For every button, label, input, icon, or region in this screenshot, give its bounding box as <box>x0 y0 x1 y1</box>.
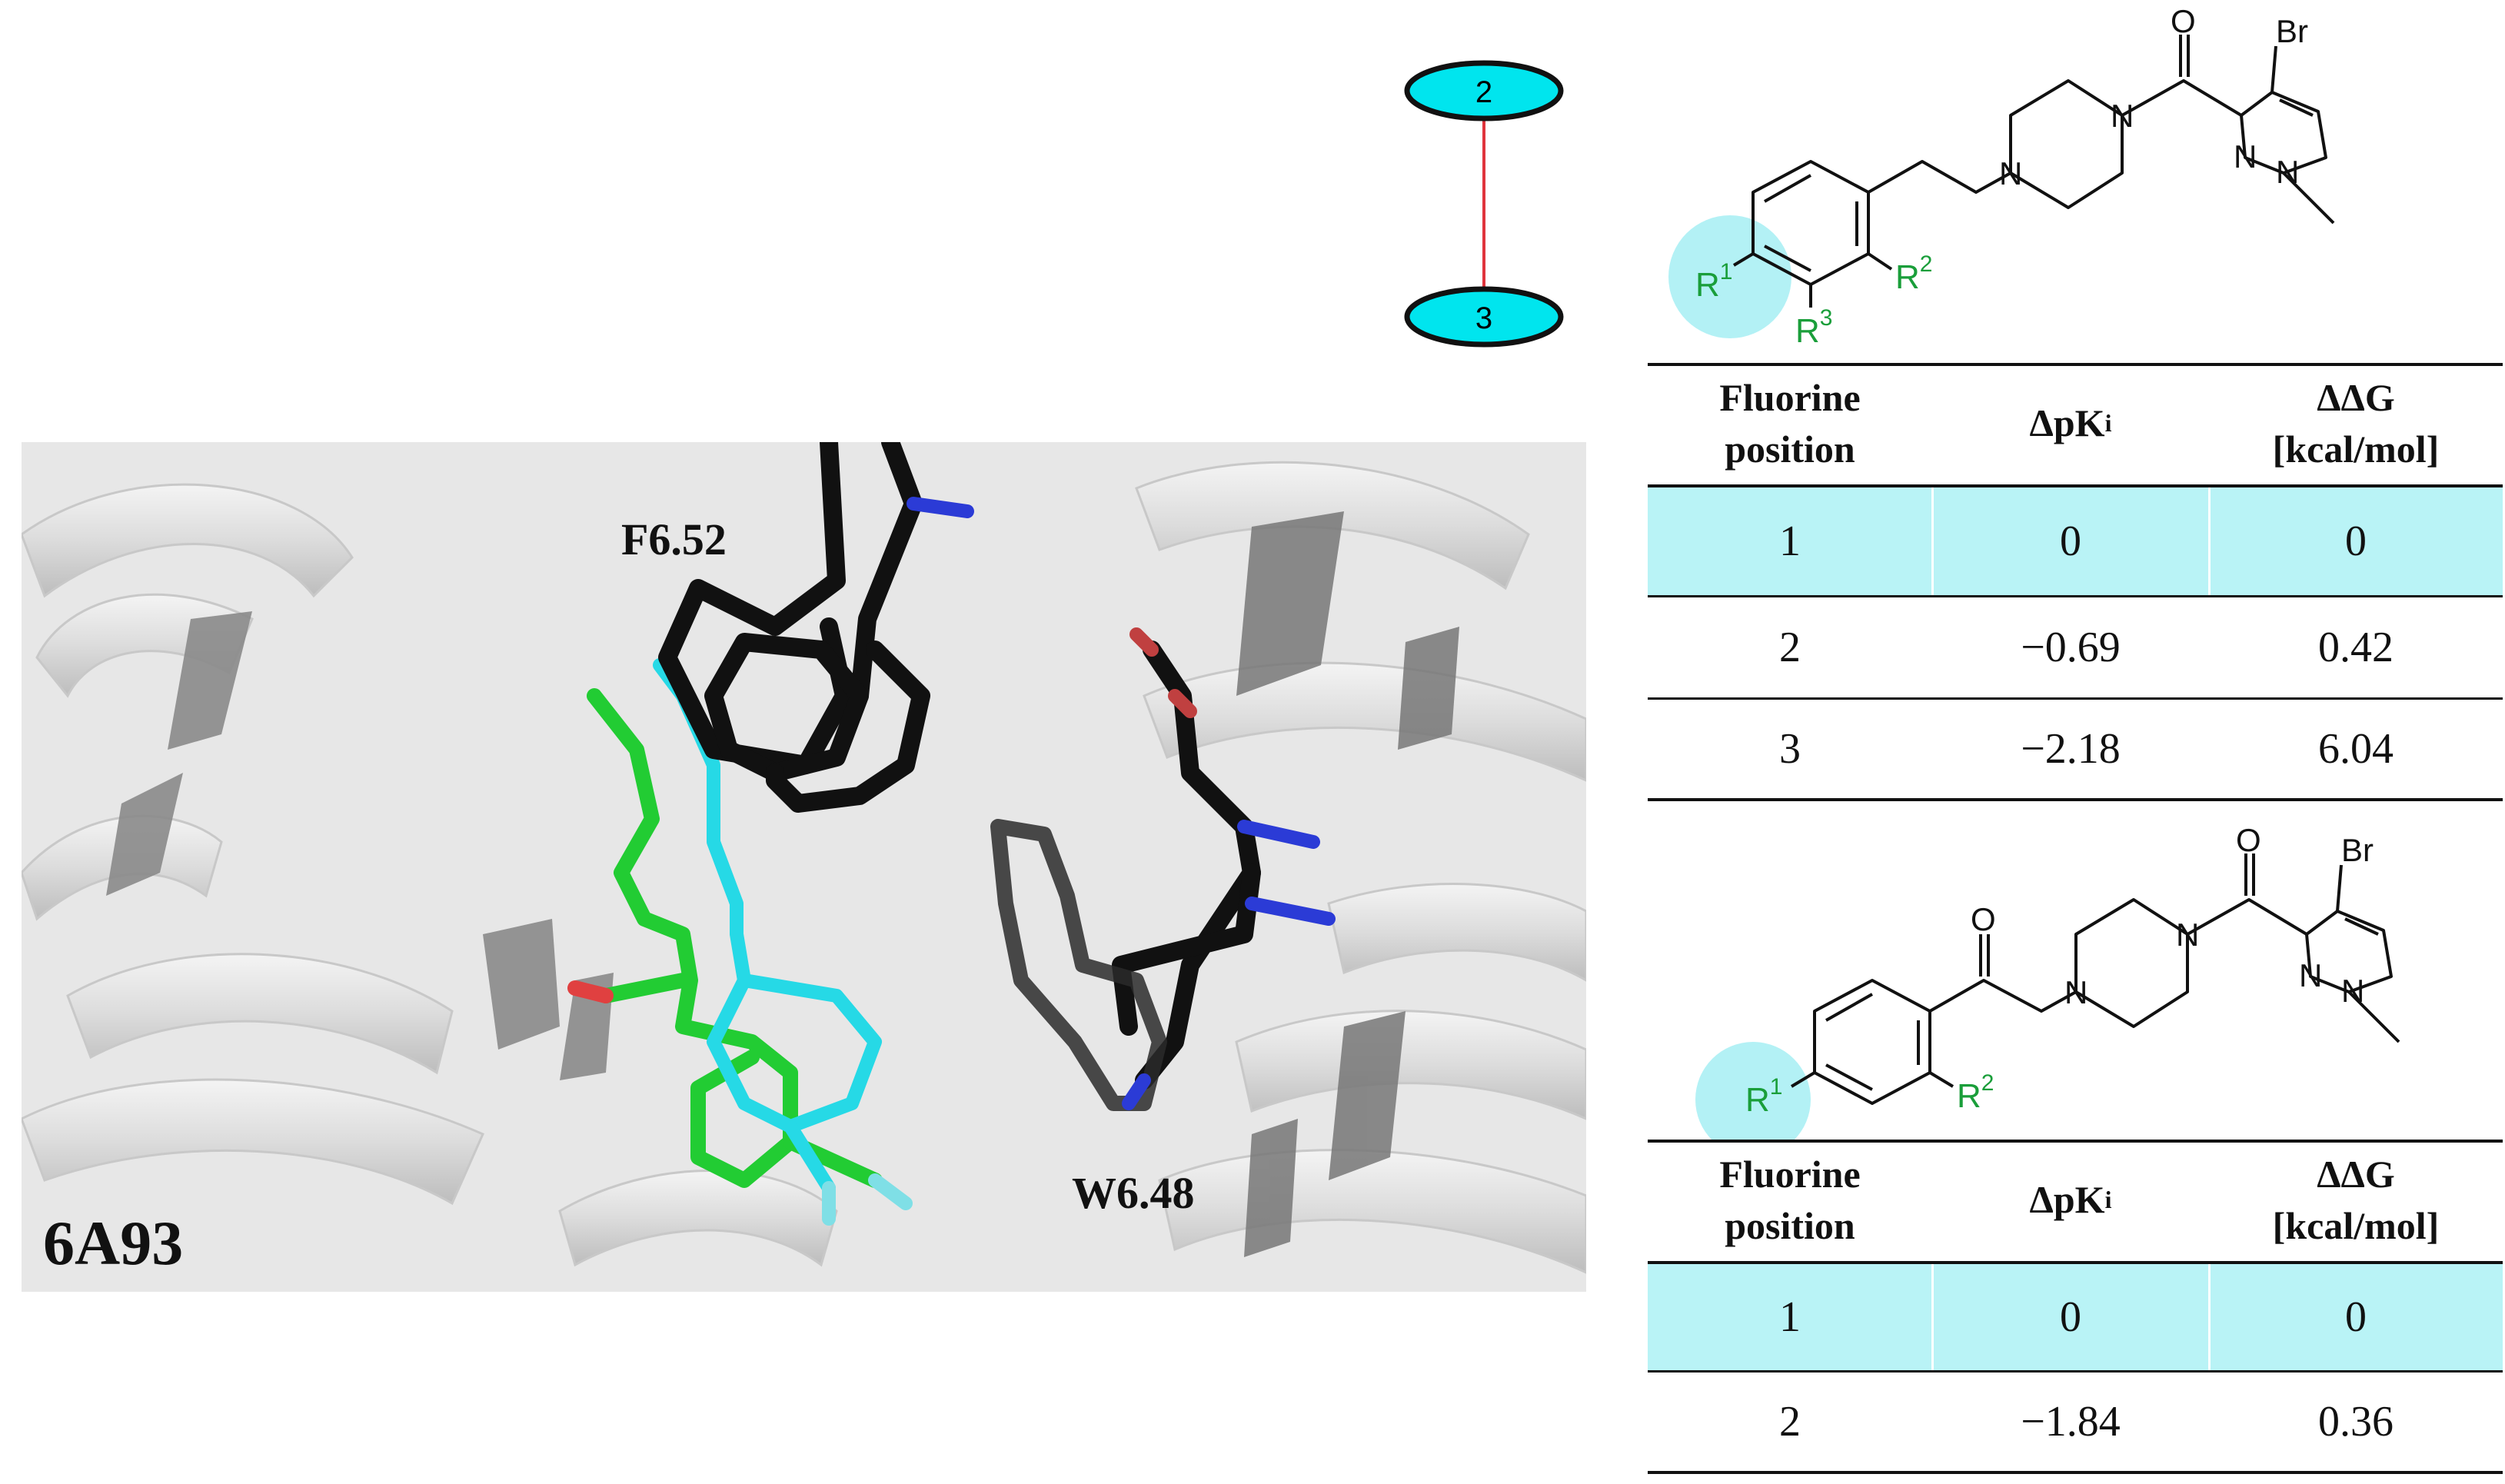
header-text: ΔpK <box>2029 401 2105 445</box>
atom-n-pyr-a: N <box>2299 957 2322 993</box>
row-rule <box>1648 1370 2503 1373</box>
cell-dpki: −1.84 <box>2021 1398 2121 1446</box>
cell-ddg: 0 <box>2345 1293 2367 1341</box>
header-subscript: i <box>2104 409 2112 438</box>
atom-n-pip-a: N <box>2111 98 2134 134</box>
residue-label-w648: W6.48 <box>1072 1168 1195 1218</box>
cell-ddg: 6.04 <box>2318 725 2394 773</box>
cell-position: 3 <box>1779 725 1801 773</box>
atom-o-amide: O <box>2236 822 2261 858</box>
residue-label-f652: F6.52 <box>621 514 727 564</box>
graph-node-3-label: 3 <box>1475 301 1492 335</box>
table-1-top-rule <box>1648 363 2503 366</box>
substituent-r1: R1 <box>1695 259 1732 304</box>
atom-n-pyr-b: N <box>2276 154 2299 190</box>
atom-n-pip-b: N <box>2064 974 2088 1010</box>
ligand-cyan <box>653 658 882 1195</box>
header-text: ΔpK <box>2029 1178 2105 1222</box>
row-rule <box>1648 595 2503 597</box>
cell-ddg: 0 <box>2345 517 2367 565</box>
cell-dpki: 0 <box>2060 1293 2081 1341</box>
table-2-header-ddg: ΔΔG [kcal/mol] <box>2209 1143 2503 1258</box>
cell-ddg: 0.36 <box>2318 1398 2394 1446</box>
fluorine-position-circle-1 <box>1668 215 1791 338</box>
table-2-bottom-rule <box>1648 1471 2503 1474</box>
atom-br-2: Br <box>2341 832 2374 868</box>
header-text: Fluorine <box>1719 375 1861 419</box>
atom-n-pip-a: N <box>2176 917 2199 953</box>
substituent-r2: R2 <box>1957 1070 1994 1115</box>
atom-o-1: O <box>2171 3 2196 39</box>
cell-position: 2 <box>1779 1398 1801 1446</box>
table-1-header-position: Fluorine position <box>1648 366 1932 481</box>
header-text: ΔΔG <box>2317 1152 2395 1196</box>
atom-n-pyr-b: N <box>2341 973 2364 1009</box>
row-rule <box>1648 697 2503 700</box>
atom-o-ketone: O <box>1971 901 1996 937</box>
atom-n-pip-b: N <box>1999 155 2022 191</box>
col-separator <box>2208 1264 2211 1370</box>
graph-node-2 <box>1404 60 1564 121</box>
cell-dpki: −0.69 <box>2021 624 2121 671</box>
table-1-header-rule <box>1648 484 2503 487</box>
node-graph: 2 3 <box>1404 60 1564 348</box>
chemical-structure-1: O Br N N N N R1 R2 R3 <box>1668 3 2335 350</box>
header-text: position <box>1725 1204 1855 1247</box>
cell-position: 2 <box>1779 624 1801 671</box>
chemical-structure-2: O O Br N N N N R1 R2 <box>1695 822 2400 1142</box>
col-separator <box>2208 487 2211 595</box>
pdb-id-label: 6A93 <box>43 1208 184 1278</box>
header-subscript: i <box>2104 1186 2112 1214</box>
table-2-top-rule <box>1648 1140 2503 1143</box>
table-1-header-ddg: ΔΔG [kcal/mol] <box>2209 366 2503 481</box>
table-2-header-position: Fluorine position <box>1648 1143 1932 1258</box>
header-text: ΔΔG <box>2317 375 2395 419</box>
cell-ddg: 0.42 <box>2318 624 2394 671</box>
header-text: position <box>1725 428 1855 471</box>
residue-f652 <box>658 442 930 813</box>
header-text: [kcal/mol] <box>2272 428 2440 471</box>
header-text: [kcal/mol] <box>2272 1204 2440 1247</box>
atom-br-1: Br <box>2276 13 2308 49</box>
cell-dpki: 0 <box>2060 517 2081 565</box>
graph-node-2-label: 2 <box>1475 75 1492 109</box>
substituent-r2: R2 <box>1895 251 1932 296</box>
header-text: Fluorine <box>1719 1152 1861 1196</box>
cell-position: 1 <box>1779 517 1801 565</box>
fluorine-position-circle-2 <box>1695 1042 1811 1142</box>
substituent-r3: R3 <box>1795 305 1832 350</box>
table-1-row-highlight <box>1648 487 2503 595</box>
docking-pose-image <box>22 442 1586 1292</box>
substituent-r1: R1 <box>1745 1074 1782 1119</box>
graph-node-3 <box>1404 286 1564 348</box>
atom-n-pyr-a: N <box>2234 138 2257 175</box>
table-1-bottom-rule <box>1648 798 2503 801</box>
table-2-row-highlight <box>1648 1264 2503 1370</box>
col-separator <box>1931 487 1934 595</box>
table-2-header-rule <box>1648 1261 2503 1264</box>
cell-position: 1 <box>1779 1293 1801 1341</box>
col-separator <box>1931 1264 1934 1370</box>
cell-dpki: −2.18 <box>2021 725 2121 773</box>
